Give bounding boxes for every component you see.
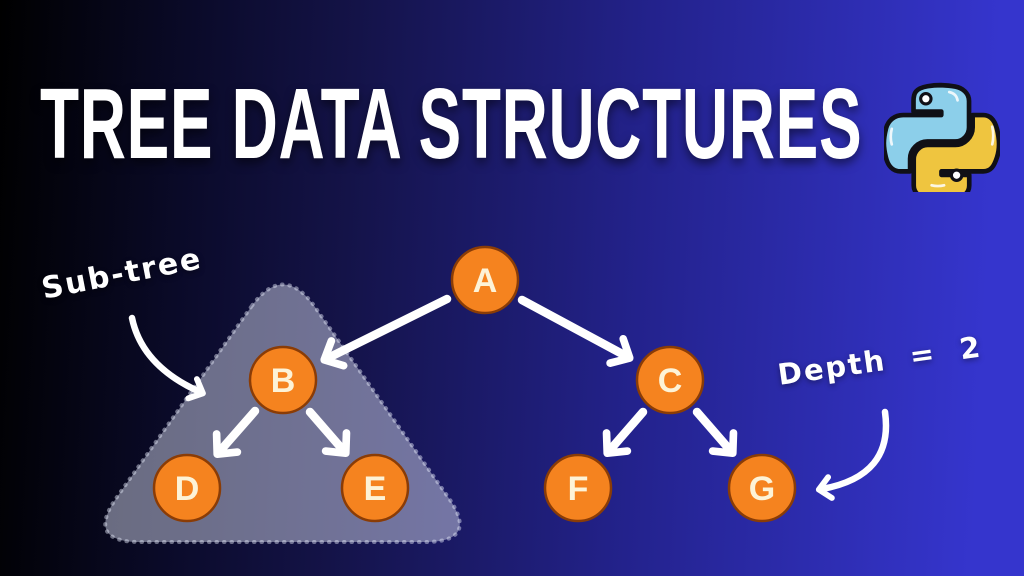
python-logo-highlights — [889, 90, 995, 188]
node-f-label: F — [568, 470, 589, 508]
node-d: D — [152, 453, 222, 523]
tree-nodes: A B C D E F G — [152, 245, 797, 523]
node-b-label: B — [271, 362, 296, 400]
node-g-label: G — [749, 470, 775, 508]
edge-c-g — [692, 407, 738, 458]
edge-b-d — [212, 406, 260, 459]
edge-a-c — [517, 295, 634, 367]
node-b: B — [248, 345, 318, 415]
node-a-label: A — [473, 262, 498, 300]
node-d-label: D — [175, 470, 200, 508]
node-c: C — [635, 345, 705, 415]
node-e: E — [340, 453, 410, 523]
edge-c-f — [602, 407, 648, 458]
node-c-label: C — [658, 362, 683, 400]
node-a: A — [450, 245, 520, 315]
node-f: F — [543, 453, 613, 523]
python-logo-icon — [884, 82, 1000, 192]
node-e-label: E — [364, 470, 387, 508]
python-logo-yellow-snake — [911, 112, 1000, 192]
edge-a-b — [320, 294, 452, 370]
edge-b-e — [305, 407, 351, 458]
tree-edges — [212, 294, 738, 459]
python-logo-eyes — [919, 92, 964, 182]
python-logo-blue-snake — [884, 82, 972, 174]
page-title: TREE DATA STRUCTURES — [40, 68, 863, 180]
node-g: G — [727, 453, 797, 523]
depth-arrow — [815, 408, 890, 501]
subtree-arrow — [128, 314, 206, 402]
